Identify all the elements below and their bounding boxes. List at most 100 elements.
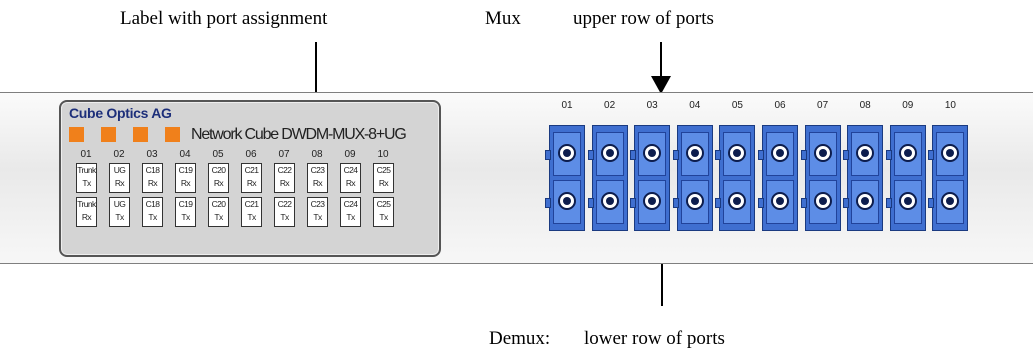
sc-duplex-adapter[interactable]: [800, 125, 841, 231]
adapter-latch: [672, 198, 679, 208]
port-channel-text: C22: [277, 165, 292, 175]
demux-port[interactable]: [723, 180, 752, 224]
port-direction-text: Tx: [214, 212, 223, 222]
label-port-number: 02: [113, 149, 125, 160]
port-direction-text: Rx: [246, 178, 257, 188]
fiber-ferrule-icon: [728, 192, 747, 210]
label-port-number: 07: [278, 149, 290, 160]
adapter-latch: [715, 198, 722, 208]
demux-port[interactable]: [808, 180, 837, 224]
demux-port[interactable]: [766, 180, 794, 224]
port-channel-text: C23: [310, 199, 325, 209]
mux-port[interactable]: [808, 132, 837, 176]
demux-port[interactable]: [680, 180, 709, 224]
mux-port[interactable]: [766, 132, 794, 176]
adapter-latch: [715, 150, 722, 160]
mux-port[interactable]: [851, 132, 880, 176]
sc-duplex-adapter[interactable]: [928, 125, 969, 231]
adapter-latch: [545, 150, 551, 160]
mux-port[interactable]: [723, 132, 752, 176]
adapter-latch: [885, 198, 892, 208]
mux-port[interactable]: [595, 132, 624, 176]
port-assignment-label: Cube Optics AG Network Cube DWDM-MUX-8+U…: [59, 100, 441, 257]
connector-port-number: 03: [646, 100, 658, 111]
port-direction-text: Rx: [147, 178, 158, 188]
port-channel-text: C19: [178, 165, 193, 175]
connector-port-number: 10: [944, 100, 956, 111]
mux-port[interactable]: [638, 132, 667, 176]
port-direction-text: Rx: [312, 178, 323, 188]
fiber-ferrule-icon: [856, 192, 875, 210]
sc-duplex-adapter[interactable]: [715, 125, 756, 231]
adapter-latch: [885, 150, 892, 160]
sc-duplex-adapter[interactable]: [630, 125, 671, 231]
product-name: Network Cube DWDM-MUX-8+UG: [191, 126, 407, 143]
label-port-number: 01: [80, 149, 92, 160]
sc-duplex-adapter[interactable]: [587, 125, 628, 231]
adapter-latch: [928, 198, 935, 208]
adapter-latch: [843, 150, 850, 160]
port-direction-text: Tx: [115, 212, 124, 222]
fiber-ferrule-icon: [941, 192, 960, 210]
label-port-number: 09: [344, 149, 356, 160]
adapter-latch: [630, 198, 637, 208]
status-led: [133, 127, 148, 142]
connector-port-number: 09: [902, 100, 914, 111]
demux-port[interactable]: [936, 180, 965, 224]
adapter-latch: [630, 150, 637, 160]
port-direction-text: Rx: [378, 178, 389, 188]
port-direction-text: Tx: [280, 212, 289, 222]
fiber-ferrule-icon: [813, 192, 832, 210]
mux-port[interactable]: [553, 132, 581, 176]
adapter-latch: [800, 150, 807, 160]
sc-duplex-adapter[interactable]: [672, 125, 713, 231]
port-channel-text: UG: [113, 199, 126, 209]
demux-port[interactable]: [553, 180, 581, 224]
adapter-latch: [672, 150, 679, 160]
port-direction-text: Rx: [213, 178, 224, 188]
port-direction-text: Tx: [313, 212, 322, 222]
port-channel-text: C21: [244, 165, 259, 175]
fiber-ferrule-icon: [941, 144, 960, 162]
port-direction-text: Tx: [148, 212, 157, 222]
port-channel-text: C24: [343, 199, 358, 209]
sc-duplex-adapter[interactable]: [885, 125, 926, 231]
demux-port[interactable]: [595, 180, 624, 224]
port-direction-text: Rx: [279, 178, 290, 188]
adapter-latch: [843, 198, 850, 208]
label-port-number: 05: [212, 149, 224, 160]
demux-port[interactable]: [638, 180, 667, 224]
sc-duplex-adapter[interactable]: [758, 125, 798, 231]
demux-port[interactable]: [851, 180, 880, 224]
port-channel-text: C21: [244, 199, 259, 209]
connector-port-number: 07: [817, 100, 829, 111]
mux-port[interactable]: [893, 132, 922, 176]
port-channel-text: C19: [178, 199, 193, 209]
fiber-ferrule-icon: [813, 144, 832, 162]
fiber-ferrule-icon: [685, 144, 704, 162]
label-port-number: 08: [311, 149, 323, 160]
sc-duplex-adapter[interactable]: [843, 125, 884, 231]
connector-port-number: 02: [604, 100, 616, 111]
caption-lower-row: lower row of ports: [584, 328, 725, 349]
port-channel-text: C25: [376, 199, 391, 209]
port-channel-text: C25: [376, 165, 391, 175]
mux-port[interactable]: [680, 132, 709, 176]
label-port-number: 04: [179, 149, 191, 160]
fiber-ferrule-icon: [558, 192, 576, 210]
label-port-number: 10: [377, 149, 389, 160]
sc-duplex-adapter[interactable]: [545, 125, 585, 231]
fiber-ferrule-icon: [643, 192, 662, 210]
label-port-number: 06: [245, 149, 257, 160]
mux-port[interactable]: [936, 132, 965, 176]
demux-port[interactable]: [893, 180, 922, 224]
